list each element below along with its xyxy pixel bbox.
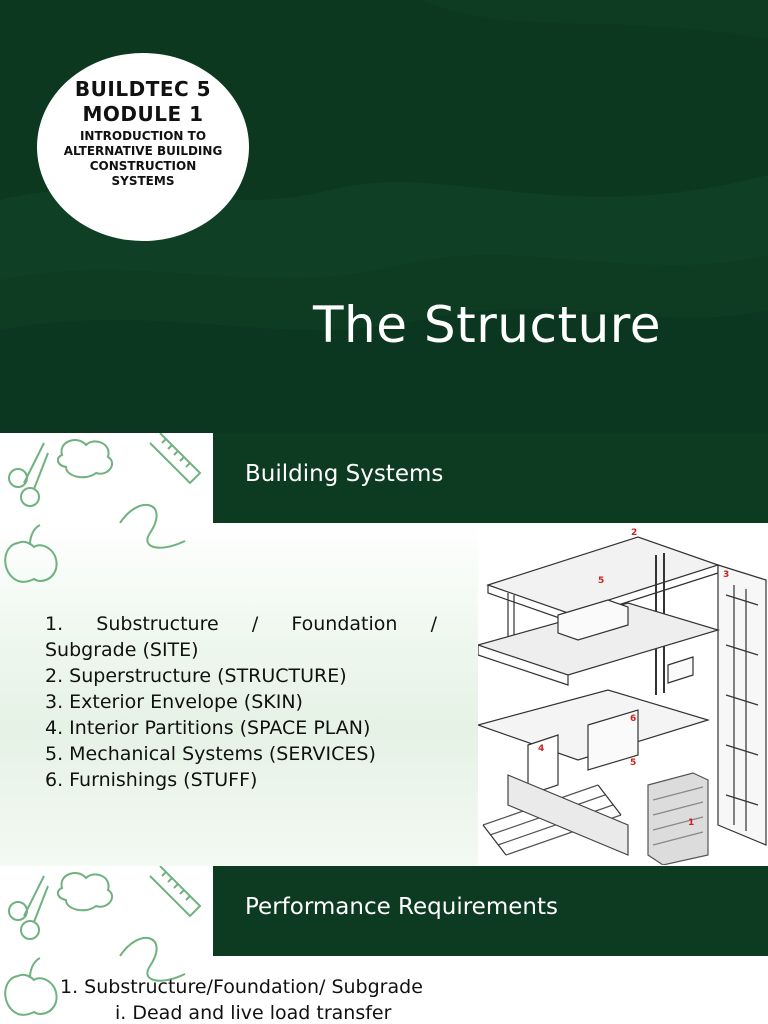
apple-icon — [4, 524, 58, 583]
squiggle-icon — [119, 937, 186, 982]
squiggle-icon — [119, 504, 186, 549]
building-systems-slide: Building Systems 1. Substructure / Found… — [0, 433, 768, 866]
diagram-label: 4 — [538, 744, 544, 754]
list-item: 6. Furnishings (STUFF) — [45, 769, 258, 791]
title-slide: BUILDTEC 5 MODULE 1 INTRODUCTION TO ALTE… — [0, 0, 768, 433]
slide-title: The Structure — [313, 296, 661, 354]
watercolor-wash — [0, 523, 480, 866]
cloud-icon — [56, 439, 114, 479]
diagram-label: 2 — [631, 528, 637, 538]
list-item: 4. Interior Partitions (SPACE PLAN) — [45, 717, 371, 739]
section-title: Performance Requirements — [245, 894, 558, 920]
subtitle-line: CONSTRUCTION — [89, 159, 197, 173]
section-header: Building Systems — [213, 433, 768, 523]
list-item: Subgrade (SITE) — [45, 639, 199, 661]
course-code: BUILDTEC 5 — [74, 77, 212, 101]
module-subtitle: INTRODUCTION TO ALTERNATIVE BUILDING CON… — [37, 129, 249, 189]
ruler-icon — [149, 433, 202, 485]
cloud-icon — [56, 872, 114, 912]
wave-background — [0, 0, 768, 433]
school-doodles — [4, 866, 202, 1016]
diagram-label: 3 — [723, 570, 729, 580]
scissors-icon — [8, 442, 49, 507]
diagram-label: 1 — [688, 818, 694, 828]
building-cutaway-diagram: 2 3 5 4 6 5 1 — [478, 525, 768, 865]
course-badge: BUILDTEC 5 MODULE 1 INTRODUCTION TO ALTE… — [37, 53, 249, 241]
diagram-label: 5 — [630, 758, 636, 768]
subtitle-line: SYSTEMS — [111, 174, 175, 188]
subtitle-line: ALTERNATIVE BUILDING — [63, 144, 223, 158]
building-systems-list: 1. Substructure / Foundation / Subgrade … — [45, 611, 437, 793]
scissors-icon — [8, 875, 49, 940]
school-doodles — [4, 433, 202, 583]
list-item: 3. Exterior Envelope (SKIN) — [45, 691, 303, 713]
list-item: 1. Substructure/Foundation/ Subgrade — [60, 976, 423, 998]
section-title: Building Systems — [245, 461, 444, 487]
list-item: 2. Superstructure (STRUCTURE) — [45, 665, 347, 687]
module-label: MODULE 1 — [82, 102, 204, 126]
list-item: 1. Substructure / Foundation / — [45, 613, 437, 635]
diagram-label: 6 — [630, 714, 636, 724]
performance-list: 1. Substructure/Foundation/ Subgrade i. … — [60, 974, 423, 1024]
performance-requirements-slide: Performance Requirements 1. Substructure… — [0, 866, 768, 1024]
ruler-icon — [149, 866, 202, 918]
list-subitem: i. Dead and live load transfer — [115, 1002, 392, 1024]
section-header: Performance Requirements — [213, 866, 768, 956]
subtitle-line: INTRODUCTION TO — [79, 129, 207, 143]
list-item: 5. Mechanical Systems (SERVICES) — [45, 743, 376, 765]
apple-icon — [4, 957, 58, 1016]
course-code-block: BUILDTEC 5 MODULE 1 — [37, 77, 249, 127]
diagram-label: 5 — [598, 576, 604, 586]
